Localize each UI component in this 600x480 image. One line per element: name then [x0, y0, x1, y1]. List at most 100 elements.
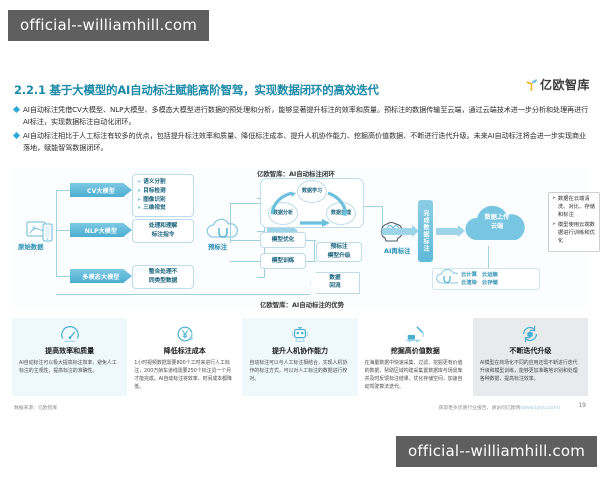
bullet-text: AI自动标注凭借CV大模型、NLP大模型、多模态大模型进行数据的预处理和分析，能…: [23, 105, 589, 126]
model-chip-nlp[interactable]: NLP大模型: [70, 223, 132, 237]
chevron-right-icon: ➤: [137, 187, 142, 194]
capability-item: ➤目标检测: [137, 187, 166, 194]
flow-arrow: [382, 225, 419, 237]
chevron-right-icon: ➤: [137, 179, 142, 185]
connector: [230, 203, 231, 243]
completed-labeling-box: 完成数据标注: [418, 200, 433, 262]
cloud-notes-box: ➤ 数据在云端清洗、对比、存储和标注 ➤ 模型使用云端数据进行训练和优化: [548, 192, 600, 252]
model-train-box: 模型训练: [260, 253, 306, 269]
loop-arrows: [270, 191, 348, 227]
capability-item: ➤语义分割: [137, 179, 166, 185]
footer-note: 获取更多优质行业报告，请访问亿欧网(www.iyiou.com): [439, 404, 560, 411]
logo-text: 亿欧智库: [539, 78, 590, 92]
connector: [230, 203, 260, 204]
brand-logo: 亿欧智库: [525, 76, 590, 93]
multimodal-capability-box: 整合处理不 同类型数据: [132, 265, 194, 289]
connector: [230, 240, 260, 241]
model-optimize-box: 模型优化: [260, 232, 306, 248]
advantage-card: 降低标注成本 1小时视频数据需要800个工时来进行人工标注，200万帧车道线需要…: [127, 318, 243, 396]
cloud-icon: [436, 268, 461, 290]
cloud-service-label: 云存储: [481, 280, 498, 286]
footer-link[interactable]: (www.iyiou.com): [520, 406, 560, 411]
advantage-desc: AI自动标注可以极大提高标注效率，避免人工标注的主观性，提高标注的准确性。: [19, 360, 117, 374]
advantage-title: 提高效率和质量: [45, 347, 95, 355]
loop-node-learning: 数据学习: [297, 180, 327, 203]
advantage-title: 提升人机协作能力: [272, 347, 328, 355]
sprout-logo-icon: [525, 77, 538, 92]
advantage-title: 挖掘高价值数据: [390, 347, 440, 355]
page-number: 19: [578, 402, 586, 409]
source-data-icon: [26, 220, 56, 248]
source-data-label: 原始数据: [18, 243, 44, 251]
cloud-note-item: ➤ 数据在云端清洗、对比、存储和标注: [552, 196, 595, 218]
slide-canvas: 2.2.1 基于大模型的AI自动标注赋能高阶智驾，实现数据闭环的高效迭代 亿欧智…: [0, 60, 600, 420]
ai-relabel-label: AI再标注: [384, 247, 411, 255]
connector: [56, 276, 72, 277]
chevron-right-icon: ➤: [137, 196, 142, 203]
cloud-service-label: 云运输: [481, 271, 498, 278]
flow-arrow: [436, 225, 465, 237]
connector: [230, 261, 260, 262]
bullet-list: AI自动标注凭借CV大模型、NLP大模型、多模态大模型进行数据的预处理和分析，能…: [12, 104, 589, 157]
connector: [306, 261, 316, 262]
footer-source: 数据来源：亿欧智库: [14, 406, 58, 411]
loop-node-analysis: 数据分析: [268, 202, 298, 225]
advantage-card: 提升人机协作能力 自动标注可以与人工标注相结合，实现人机协作的标注方式，可以对人…: [242, 318, 358, 396]
diamond-bullet-icon: [12, 132, 21, 140]
advantage-card: 提高效率和质量 AI自动标注可以极大提高标注效率，避免人工标注的主观性，提高标注…: [12, 318, 128, 396]
advantage-desc: 自动标注可以与人工标注相结合，实现人机协作的标注方式，可以对人工标注的数据进行校…: [249, 360, 348, 382]
advantage-card-row: 提高效率和质量 AI自动标注可以极大提高标注效率，避免人工标注的主观性，提高标注…: [12, 318, 589, 396]
advantage-desc: AI模型在商场化不同的应用还需不断进行迭代升级和模型训练，能够更加准确地识别和处…: [479, 360, 578, 382]
bullet-item: AI自动标注凭借CV大模型、NLP大模型、多模态大模型进行数据的预处理和分析，能…: [12, 104, 589, 127]
cloud-upload-label: 数据上传 云端: [484, 214, 510, 230]
auto-labeling-diagram: 亿欧智库：AI自动标注闭环 亿欧智库：AI自动标注的优势 原始数据: [12, 168, 600, 309]
cloud-services-strip: 云计算 云运输 云渲染 云存储: [432, 268, 540, 290]
capability-item: ➤图像识别: [137, 196, 166, 203]
cloud-service-label: 云计算: [461, 271, 477, 278]
chevron-right-icon: ➤: [137, 205, 142, 212]
watermark-top: official--williamhill.com: [8, 10, 210, 41]
advantage-desc: 1小时视频数据需要800个工时来进行人工标注，200万帧车道线需要250个标注员…: [134, 360, 232, 390]
watermark-bottom: official--williamhill.com: [396, 436, 598, 467]
connector: [488, 246, 489, 268]
connector: [364, 206, 382, 207]
cloud-service-label: 云渲染: [461, 280, 477, 286]
advantage-title: 不断迭代升级: [509, 347, 552, 355]
advantage-card: 不断迭代升级 AI模型在商场化不同的应用还需不断进行迭代升级和模型训练，能够更加…: [472, 318, 589, 396]
chevron-right-icon: ➤: [552, 196, 556, 201]
yen-arrow-icon: [175, 323, 195, 345]
page-title: 2.2.1 基于大模型的AI自动标注赋能高阶智驾，实现数据闭环的高效迭代: [14, 83, 379, 97]
cloud-upload-node: 数据上传 云端: [460, 198, 534, 246]
diagram-caption-advantage: 亿欧智库：AI自动标注的优势: [260, 301, 345, 309]
diagram-caption-loop: 亿欧智库：AI自动标注闭环: [257, 170, 335, 178]
prelabel-upgrade-box: 预标注 模型升级: [316, 242, 362, 262]
advantage-card: 挖掘高价值数据 在海量数据中快速采集、过滤、挖掘更有价值的数据，帮助区域构建采集…: [357, 318, 473, 396]
cv-capability-box: ➤语义分割 ➤目标检测 ➤图像识别 ➤三维视觉: [132, 174, 194, 217]
robot-icon: [290, 323, 310, 345]
nlp-capability-box: 处理和理解 标注指令: [132, 219, 194, 243]
prelabel-label: 预标注: [208, 243, 228, 251]
model-chip-cv[interactable]: CV大模型: [70, 183, 132, 197]
connector: [56, 190, 72, 191]
flow-arrow: [267, 225, 298, 237]
diamond-bullet-icon: [12, 105, 21, 114]
capability-item: ➤三维视觉: [137, 205, 166, 212]
connector: [314, 240, 315, 261]
gauge-icon: [60, 323, 80, 345]
excavator-icon: [404, 323, 426, 345]
advantage-desc: 在海量数据中快速采集、过滤、挖掘更有价值的数据，帮助区域构建采集置数据库与场景库…: [364, 360, 463, 390]
connector: [56, 190, 57, 276]
chevron-right-icon: ➤: [552, 221, 556, 227]
bullet-text: AI自动标注相比于人工标注有较多的优点，包括提升标注效率和质量、降低标注成本、提…: [23, 131, 587, 153]
connector: [257, 277, 264, 278]
prelabel-cloud-icon: [206, 218, 240, 246]
cloud-note-item: ➤ 模型使用云端数据进行训练和优化: [552, 221, 595, 244]
model-chip-multimodal[interactable]: 多模态大模型: [70, 269, 132, 283]
bullet-item: AI自动标注相比于人工标注有较多的优点，包括提升标注效率和质量、降低标注成本、提…: [12, 130, 589, 153]
refresh-cube-icon: [520, 323, 540, 345]
connector: [382, 206, 383, 232]
connector: [257, 231, 264, 232]
data-backflow-box: 数据 回流: [310, 272, 360, 294]
connector: [56, 230, 72, 231]
